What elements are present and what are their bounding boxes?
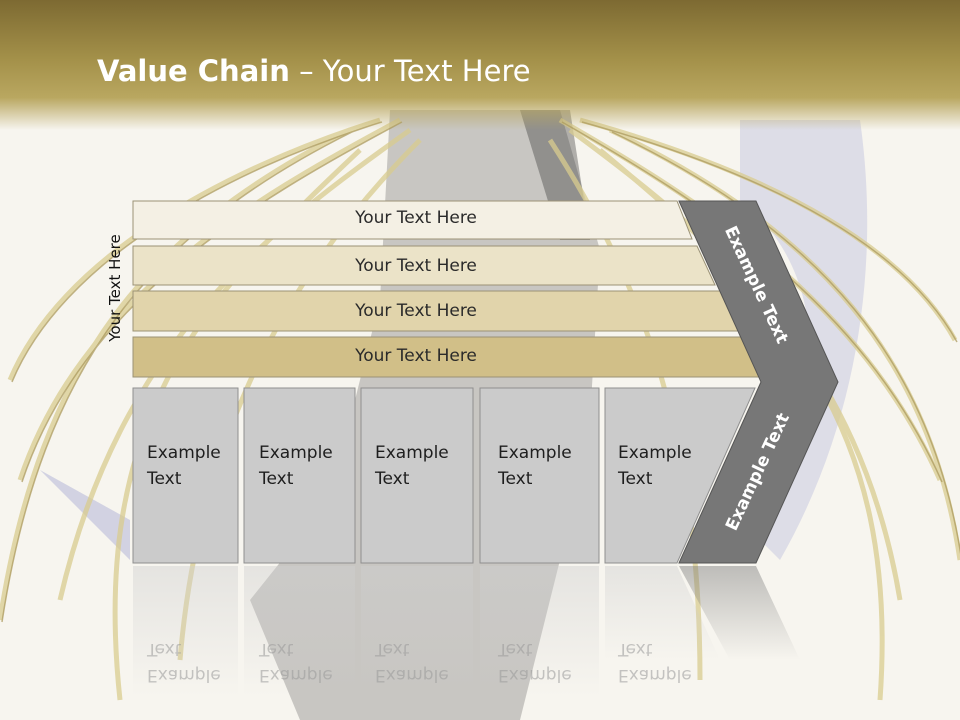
column-text-4-line2: Text bbox=[498, 469, 533, 489]
reflection-5 bbox=[605, 566, 720, 660]
column-text-3: Example Text bbox=[375, 440, 449, 492]
bar-label-3: Your Text Here bbox=[355, 301, 477, 321]
chevron-arrow bbox=[678, 200, 839, 564]
reflection-4 bbox=[480, 566, 599, 696]
slide-title: Value Chain – Your Text Here bbox=[97, 54, 531, 88]
column-box-3 bbox=[360, 387, 474, 564]
header-band bbox=[0, 0, 960, 130]
column-text-1-line1: Example bbox=[147, 443, 221, 463]
column-text-3-line2: Text bbox=[375, 469, 410, 489]
column-text-1-line2: Text bbox=[147, 469, 182, 489]
reflection-text-5-line1: Example bbox=[618, 665, 692, 685]
reflection-2 bbox=[244, 566, 355, 696]
column-text-5-line2: Text bbox=[618, 469, 653, 489]
reflection-text-3-line2: Text bbox=[375, 639, 410, 659]
bar-2 bbox=[132, 245, 716, 286]
bar-label-2: Your Text Here bbox=[355, 256, 477, 276]
reflection-text-3-line1: Example bbox=[375, 665, 449, 685]
reflection-1 bbox=[133, 566, 238, 696]
bar-1 bbox=[132, 200, 693, 240]
bar-label-1: Your Text Here bbox=[355, 208, 477, 228]
reflection-text-5: Example Text bbox=[618, 636, 692, 688]
column-box-2 bbox=[243, 387, 356, 564]
reflection-text-4: Example Text bbox=[498, 636, 572, 688]
side-label: Your Text Here bbox=[106, 234, 124, 342]
reflection-text-1-line2: Text bbox=[147, 639, 182, 659]
reflection-text-1-line1: Example bbox=[147, 665, 221, 685]
column-text-4: Example Text bbox=[498, 440, 572, 492]
column-text-4-line1: Example bbox=[498, 443, 572, 463]
column-text-5-line1: Example bbox=[618, 443, 692, 463]
column-box-5 bbox=[604, 387, 756, 564]
bar-label-4: Your Text Here bbox=[355, 346, 477, 366]
title-rest: – Your Text Here bbox=[289, 54, 531, 88]
column-text-5: Example Text bbox=[618, 440, 692, 492]
column-text-1: Example Text bbox=[147, 440, 221, 492]
column-text-2-line2: Text bbox=[259, 469, 294, 489]
column-text-3-line1: Example bbox=[375, 443, 449, 463]
column-box-1 bbox=[132, 387, 239, 564]
reflection-text-3: Example Text bbox=[375, 636, 449, 688]
reflection-text-5-line2: Text bbox=[618, 639, 653, 659]
column-text-2: Example Text bbox=[259, 440, 333, 492]
reflection-text-2: Example Text bbox=[259, 636, 333, 688]
reflection-text-2-line2: Text bbox=[259, 639, 294, 659]
reflection-text-2-line1: Example bbox=[259, 665, 333, 685]
reflection-text-4-line2: Text bbox=[498, 639, 533, 659]
column-text-2-line1: Example bbox=[259, 443, 333, 463]
reflection-3 bbox=[361, 566, 473, 696]
reflection-text-4-line1: Example bbox=[498, 665, 572, 685]
column-box-4 bbox=[479, 387, 600, 564]
reflection-text-1: Example Text bbox=[147, 636, 221, 688]
title-bold: Value Chain bbox=[97, 54, 290, 88]
reflection-chevron bbox=[679, 566, 800, 660]
